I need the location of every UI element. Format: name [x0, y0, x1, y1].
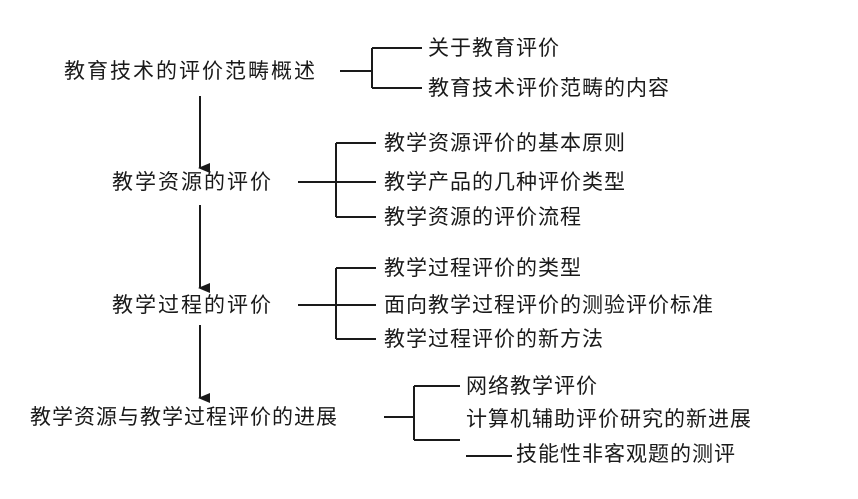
stage-1-title: 教育技术的评价范畴概述	[64, 59, 317, 83]
stage-2-item-3: 教学资源的评价流程	[384, 205, 582, 229]
stage-2-item-2: 教学产品的几种评价类型	[384, 170, 626, 194]
stage-1-item-2: 教育技术评价范畴的内容	[428, 76, 670, 100]
stage-2-item-1: 教学资源评价的基本原则	[384, 131, 626, 155]
stage-3-item-2: 面向教学过程评价的测验评价标准	[384, 293, 714, 317]
stage-4-item-3: 技能性非客观题的测评	[516, 442, 736, 466]
stage-1-item-1: 关于教育评价	[428, 36, 560, 60]
stage-3-item-1: 教学过程评价的类型	[384, 256, 582, 280]
stage-3-title: 教学过程的评价	[112, 293, 273, 317]
stage-4-title: 教学资源与教学过程评价的进展	[30, 405, 338, 429]
stage-3-item-3: 教学过程评价的新方法	[384, 327, 604, 351]
stage-4-item-2: 计算机辅助评价研究的新进展	[466, 407, 752, 431]
stage-4-item-1: 网络教学评价	[466, 374, 598, 398]
stage-2-title: 教学资源的评价	[112, 170, 273, 194]
